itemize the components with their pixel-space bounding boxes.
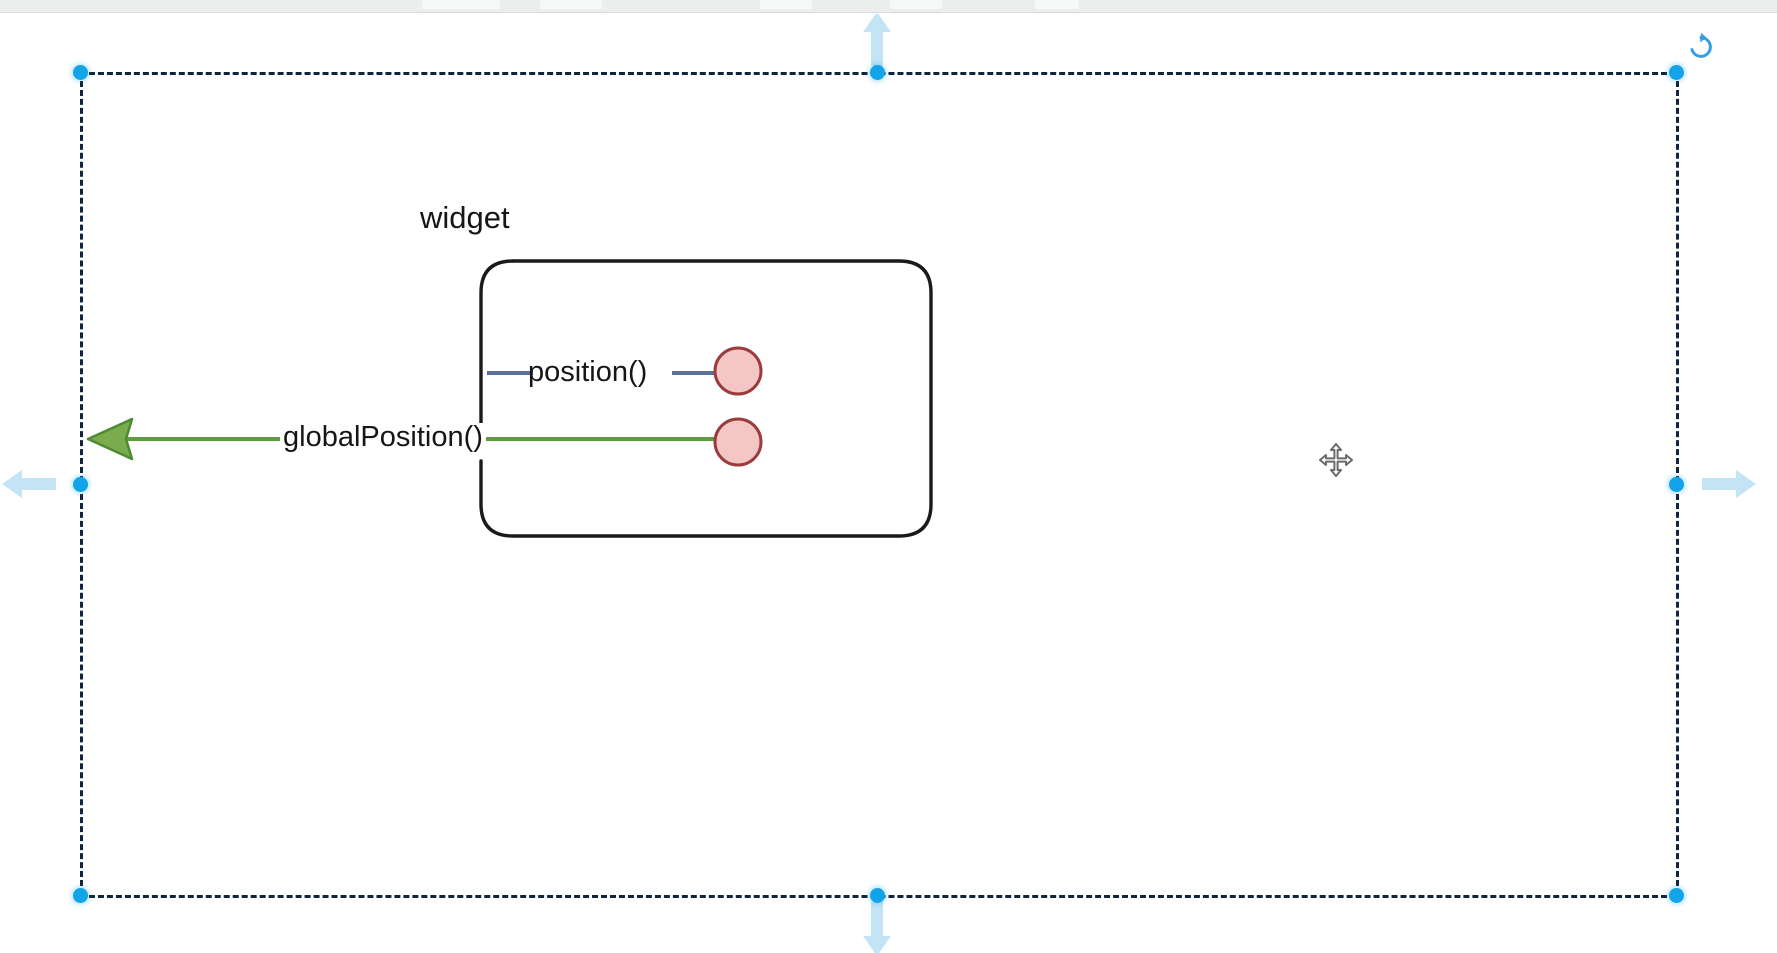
position-port-node[interactable]: [713, 346, 763, 396]
widget-diagram: [86, 259, 933, 538]
handle-top-center[interactable]: [869, 64, 885, 80]
widget-container-outline-left: [479, 259, 515, 428]
handle-top-left[interactable]: [72, 64, 88, 80]
globalposition-arrow-head: [86, 417, 134, 461]
toolbar-ghost-item-2[interactable]: [540, 0, 602, 9]
resize-arrow-left-icon[interactable]: [0, 464, 58, 504]
handle-top-right[interactable]: [1668, 64, 1684, 80]
handle-bottom-right[interactable]: [1668, 887, 1684, 903]
rotate-handle-icon[interactable]: [1686, 32, 1716, 62]
toolbar-ghost-item-3[interactable]: [760, 0, 812, 9]
handle-middle-right[interactable]: [1668, 476, 1684, 492]
widget-title-label: widget: [420, 200, 510, 235]
toolbar-ghost-item-5[interactable]: [1035, 0, 1079, 9]
app-toolbar[interactable]: [0, 0, 1777, 13]
toolbar-ghost-item-1[interactable]: [422, 0, 500, 9]
handle-bottom-left[interactable]: [72, 887, 88, 903]
widget-container-outline-main: [479, 259, 933, 538]
resize-arrow-down-icon[interactable]: [857, 900, 897, 953]
globalposition-port-label: globalPosition(): [280, 423, 486, 452]
move-cursor-icon: [1319, 443, 1353, 477]
toolbar-ghost-item-4[interactable]: [890, 0, 942, 9]
editor-canvas[interactable]: widget position() globalPosition(): [0, 14, 1777, 953]
handle-bottom-center[interactable]: [869, 887, 885, 903]
resize-arrow-up-icon[interactable]: [857, 14, 897, 68]
globalposition-port-node[interactable]: [713, 417, 763, 467]
position-port-label: position(): [528, 356, 648, 388]
handle-middle-left[interactable]: [72, 476, 88, 492]
resize-arrow-right-icon[interactable]: [1700, 464, 1758, 504]
